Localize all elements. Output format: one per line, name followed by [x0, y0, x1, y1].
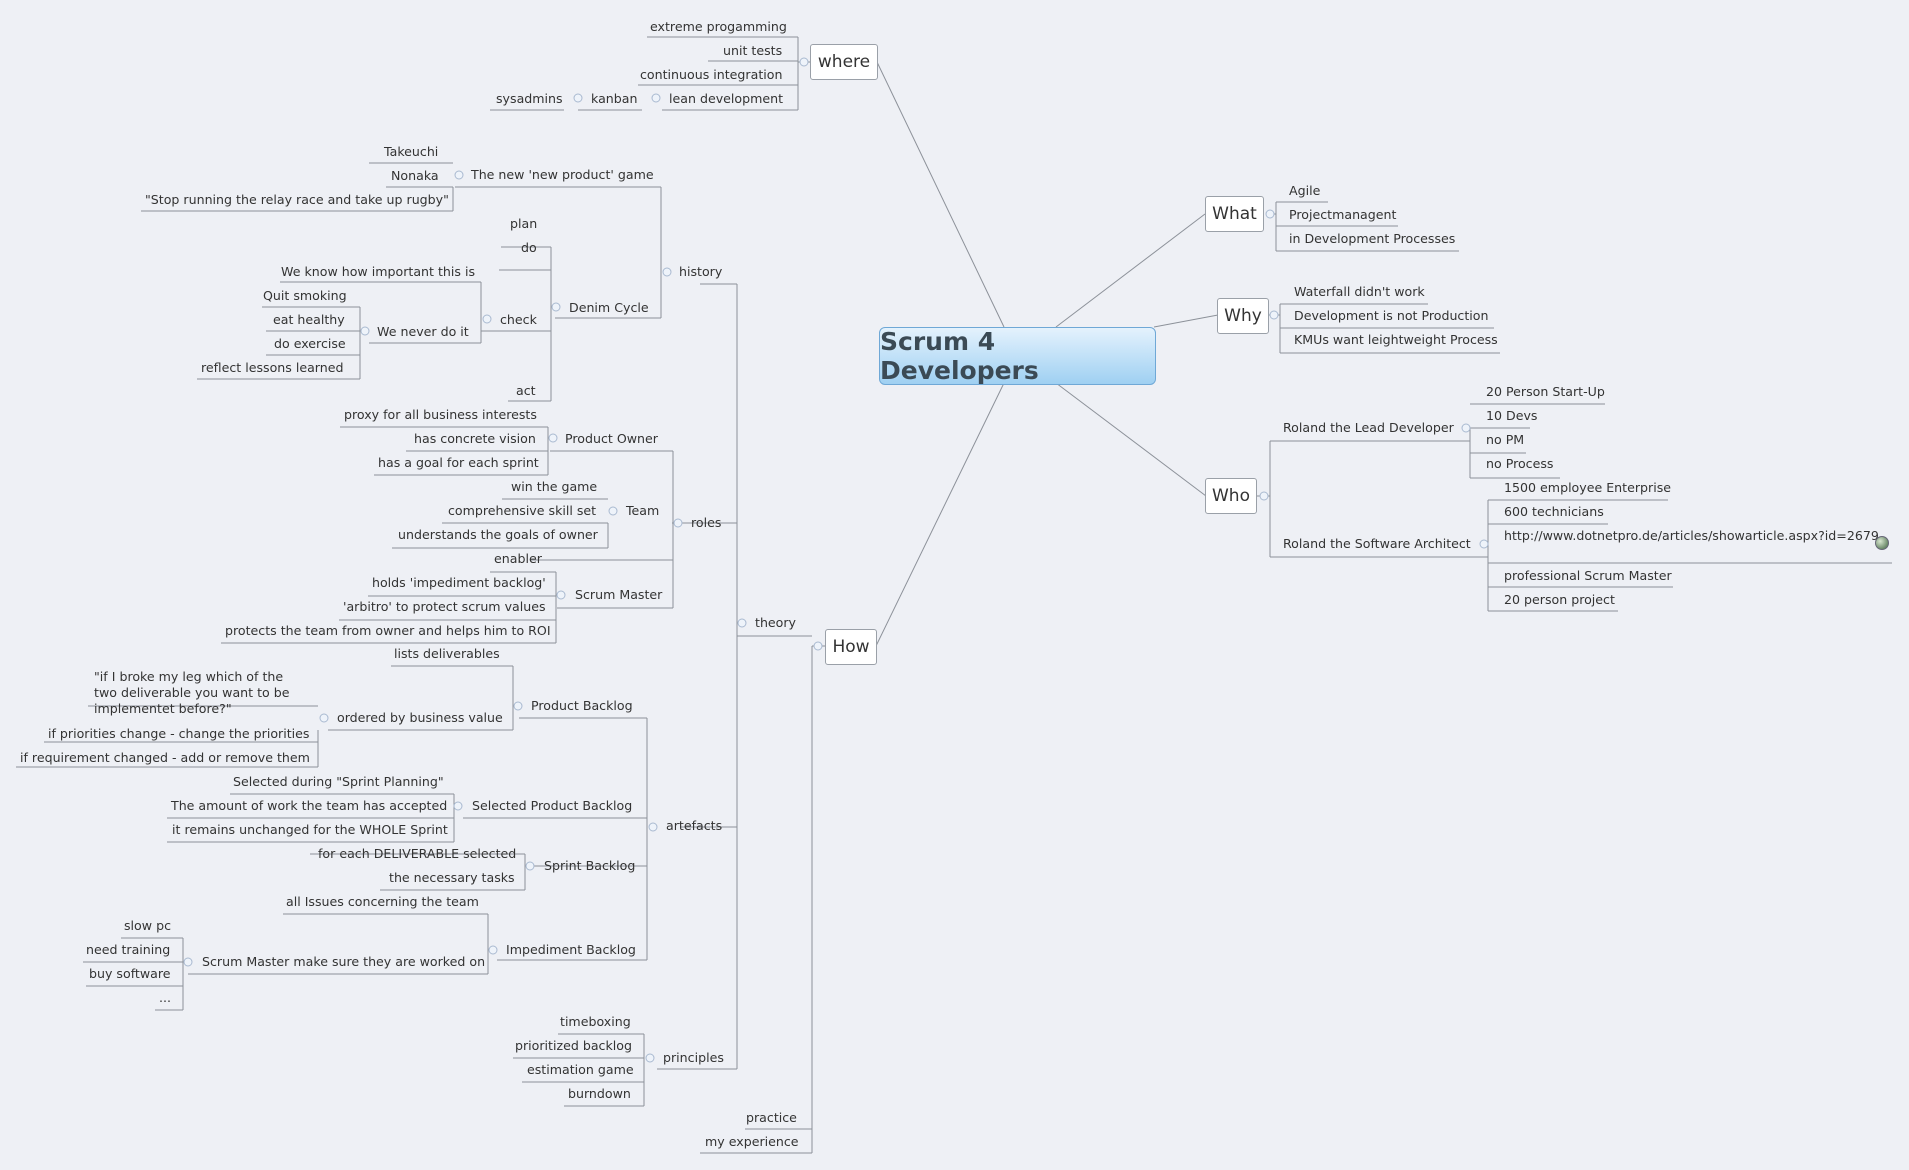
ib-item[interactable]: Scrum Master make sure they are worked o… [202, 954, 486, 969]
impediment-backlog[interactable]: Impediment Backlog [506, 942, 636, 957]
where-item[interactable]: continuous integration [640, 67, 783, 82]
po-item[interactable]: proxy for all business interests [344, 407, 537, 422]
never-item[interactable]: do exercise [274, 336, 346, 351]
who-lead-item[interactable]: no Process [1486, 456, 1554, 471]
globe-icon[interactable] [1875, 536, 1889, 550]
why-item[interactable]: KMUs want leightweight Process [1294, 332, 1498, 347]
history[interactable]: history [679, 264, 723, 279]
central-topic[interactable]: Scrum 4 Developers [879, 327, 1156, 385]
sm-item[interactable]: holds 'impediment backlog' [372, 575, 546, 590]
who-lead-item[interactable]: no PM [1486, 432, 1525, 447]
who-architect[interactable]: Roland the Software Architect [1283, 536, 1471, 551]
branch-why[interactable]: Why [1217, 298, 1269, 334]
team[interactable]: Team [626, 503, 660, 518]
what-item[interactable]: in Development Processes [1289, 231, 1456, 246]
how-practice[interactable]: practice [746, 1110, 797, 1125]
never-do-it[interactable]: We never do it [377, 324, 469, 339]
sb-item[interactable]: the necessary tasks [389, 870, 515, 885]
sm-make-item[interactable]: buy software [89, 966, 171, 981]
sm-item[interactable]: protects the team from owner and helps h… [225, 623, 551, 638]
where-item[interactable]: lean development [669, 91, 784, 106]
ordered-item[interactable]: if priorities change - change the priori… [48, 726, 310, 741]
principle-item[interactable]: estimation game [527, 1062, 634, 1077]
denim-item[interactable]: plan [510, 216, 538, 231]
where-item[interactable]: extreme progamming [650, 19, 787, 34]
ordered-item[interactable]: "if I broke my leg which of the two deli… [94, 669, 290, 716]
who-architect-link[interactable]: http://www.dotnetpro.de/articles/showart… [1504, 528, 1879, 543]
team-item[interactable]: win the game [511, 479, 598, 494]
principle-item[interactable]: burndown [568, 1086, 631, 1101]
how-experience[interactable]: my experience [705, 1134, 799, 1149]
team-item[interactable]: understands the goals of owner [398, 527, 598, 542]
principles[interactable]: principles [663, 1050, 724, 1065]
selected-backlog[interactable]: Selected Product Backlog [472, 798, 633, 813]
artefacts[interactable]: artefacts [666, 818, 723, 833]
who-lead[interactable]: Roland the Lead Developer [1283, 420, 1454, 435]
never-item[interactable]: Quit smoking [263, 288, 347, 303]
pb-item[interactable]: ordered by business value [337, 710, 503, 725]
who-lead-item[interactable]: 20 Person Start-Up [1486, 384, 1605, 399]
sm-item[interactable]: enabler [494, 551, 542, 566]
why-item[interactable]: Development is not Production [1294, 308, 1489, 323]
scrum-master[interactable]: Scrum Master [575, 587, 663, 602]
sm-make-item[interactable]: slow pc [124, 918, 171, 933]
sprint-backlog[interactable]: Sprint Backlog [544, 858, 636, 873]
sm-make-item[interactable]: ... [159, 990, 172, 1005]
ordered-item[interactable]: if requirement changed - add or remove t… [20, 750, 310, 765]
po-item[interactable]: has concrete vision [414, 431, 536, 446]
game-item[interactable]: "Stop running the relay race and take up… [145, 192, 449, 207]
who-architect-item[interactable]: 20 person project [1504, 592, 1615, 607]
who-architect-item[interactable]: 1500 employee Enterprise [1504, 480, 1672, 495]
branch-where[interactable]: where [810, 44, 878, 80]
why-item[interactable]: Waterfall didn't work [1294, 284, 1425, 299]
sm-item[interactable]: 'arbitro' to protect scrum values [343, 599, 546, 614]
product-owner[interactable]: Product Owner [565, 431, 658, 446]
who-architect-item[interactable]: 600 technicians [1504, 504, 1604, 519]
pb-item[interactable]: lists deliverables [394, 646, 500, 661]
game-item[interactable]: Nonaka [391, 168, 439, 183]
who-lead-item[interactable]: 10 Devs [1486, 408, 1538, 423]
spb-item[interactable]: The amount of work the team has accepted [171, 798, 448, 813]
principle-item[interactable]: timeboxing [560, 1014, 631, 1029]
sb-item[interactable]: for each DELIVERABLE selected [318, 846, 517, 861]
denim-cycle[interactable]: Denim Cycle [569, 300, 649, 315]
what-item[interactable]: Agile [1289, 183, 1321, 198]
ib-item[interactable]: all Issues concerning the team [286, 894, 479, 909]
product-backlog[interactable]: Product Backlog [531, 698, 633, 713]
team-item[interactable]: comprehensive skill set [448, 503, 597, 518]
spb-item[interactable]: it remains unchanged for the WHOLE Sprin… [172, 822, 448, 837]
branch-how[interactable]: How [825, 629, 877, 665]
principle-item[interactable]: prioritized backlog [515, 1038, 632, 1053]
denim-item[interactable]: check [500, 312, 537, 327]
denim-item[interactable]: do [521, 240, 537, 255]
game-item[interactable]: Takeuchi [384, 144, 439, 159]
branch-what[interactable]: What [1205, 196, 1264, 232]
who-architect-item[interactable]: professional Scrum Master [1504, 568, 1672, 583]
where-item[interactable]: unit tests [723, 43, 783, 58]
roles[interactable]: roles [691, 515, 722, 530]
how-theory[interactable]: theory [755, 615, 797, 630]
new-product-game[interactable]: The new 'new product' game [471, 167, 654, 182]
never-item[interactable]: eat healthy [273, 312, 345, 327]
what-item[interactable]: Projectmanagent [1289, 207, 1397, 222]
branch-who[interactable]: Who [1205, 478, 1257, 514]
never-item[interactable]: reflect lessons learned [201, 360, 344, 375]
where-item[interactable]: kanban [591, 91, 638, 106]
check-item[interactable]: We know how important this is [281, 264, 476, 279]
po-item[interactable]: has a goal for each sprint [378, 455, 539, 470]
denim-item[interactable]: act [516, 383, 536, 398]
where-item[interactable]: sysadmins [496, 91, 563, 106]
sm-make-item[interactable]: need training [86, 942, 171, 957]
spb-item[interactable]: Selected during "Sprint Planning" [233, 774, 444, 789]
